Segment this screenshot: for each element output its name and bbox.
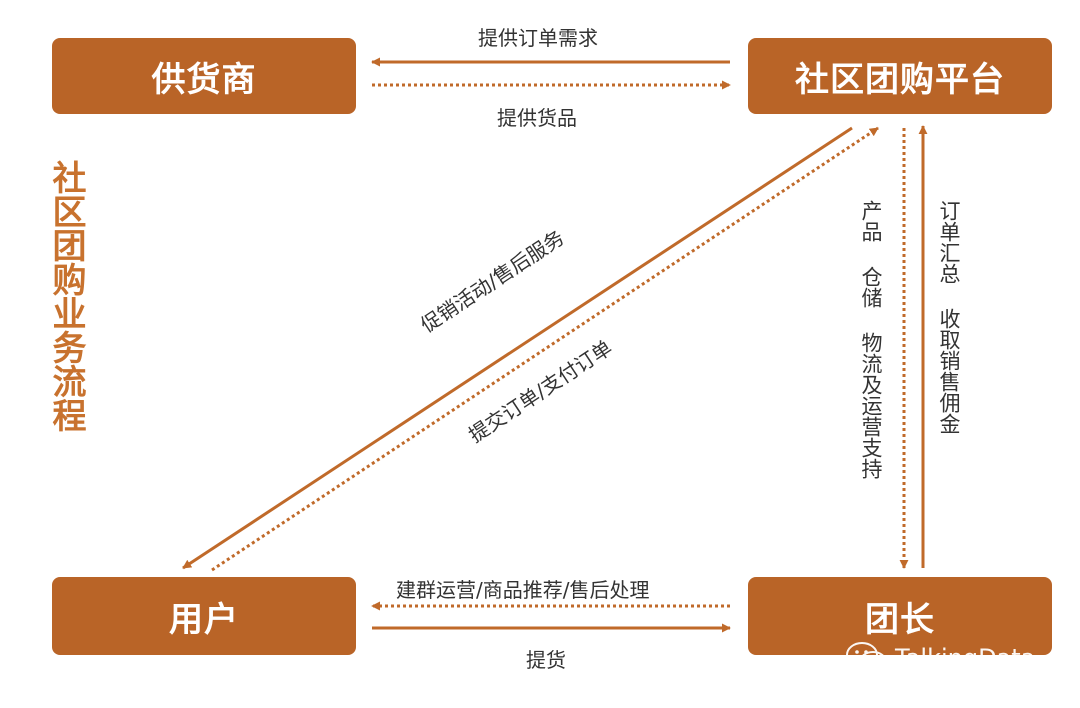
- node-leader: 团长: [748, 577, 1052, 655]
- watermark: TalkingData: [845, 640, 1035, 676]
- label-leader-to-platform: 订单汇总 收取销售佣金: [937, 200, 961, 434]
- node-platform-label: 社区团购平台: [795, 59, 1005, 100]
- arrow-user-to-platform: [211, 126, 879, 572]
- label-platform-to-supplier: 提供订单需求: [478, 26, 598, 50]
- node-supplier-label: 供货商: [151, 59, 257, 100]
- label-supplier-to-platform: 提供货品: [497, 106, 577, 130]
- node-user-label: 用户: [169, 599, 239, 640]
- label-platform-to-leader: 产品 仓储 物流及运营支持: [859, 200, 883, 479]
- label-user-to-leader: 提货: [526, 648, 566, 672]
- label-leader-to-user: 建群运营/商品推荐/售后处理: [396, 578, 650, 602]
- node-supplier: 供货商: [52, 38, 356, 114]
- wechat-icon: [845, 640, 889, 676]
- node-leader-label: 团长: [865, 599, 935, 640]
- watermark-text: TalkingData: [895, 644, 1036, 672]
- node-user: 用户: [52, 577, 356, 655]
- node-platform: 社区团购平台: [748, 38, 1052, 114]
- arrow-platform-to-user: [182, 126, 853, 570]
- diagram-title: 社区团购业务流程: [46, 160, 86, 432]
